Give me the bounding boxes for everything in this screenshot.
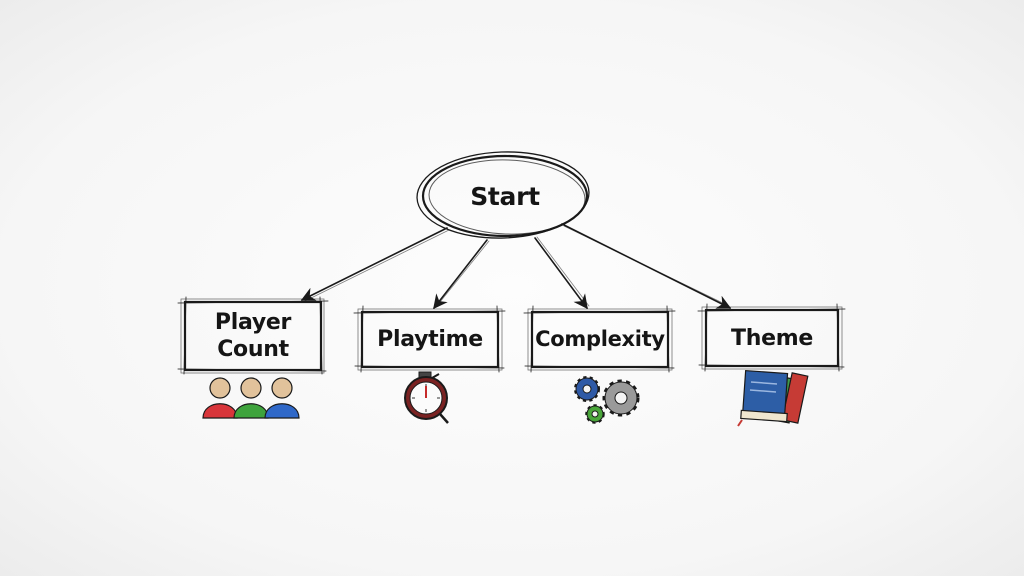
category-node-complexity: Complexity	[532, 313, 668, 366]
category-boxes	[177, 296, 846, 375]
edge-start-playtime	[433, 239, 488, 310]
start-node-label: Start	[470, 181, 540, 211]
playtime-label: Playtime	[377, 327, 483, 352]
people-icon	[202, 377, 300, 419]
edge-start-theme-sketch	[563, 225, 730, 307]
green-gear	[585, 404, 605, 424]
edge-start-playtime-sketch	[435, 240, 490, 308]
category-node-player-count: Player Count	[185, 304, 321, 368]
start-node-shape	[416, 151, 590, 239]
category-node-playtime: Playtime	[362, 313, 498, 366]
box-player-count	[177, 296, 329, 375]
box-theme	[697, 303, 846, 372]
edge-start-player-count-sketch	[304, 229, 450, 302]
edge-start-complexity-sketch	[536, 236, 590, 307]
theme-label: Theme	[731, 325, 813, 351]
blue-gear	[574, 376, 600, 402]
gray-gear	[602, 379, 640, 417]
category-node-theme: Theme	[706, 311, 838, 365]
gears-icon	[574, 376, 640, 424]
edge-start-player-count	[300, 227, 448, 301]
edges	[300, 223, 732, 310]
edge-start-complexity	[534, 237, 588, 310]
books-icon	[737, 369, 809, 427]
stopwatch-icon	[404, 371, 449, 424]
complexity-label: Complexity	[535, 327, 665, 351]
box-playtime	[353, 305, 506, 373]
box-complexity	[523, 305, 676, 373]
player-count-label: Player Count	[214, 310, 292, 362]
start-node: Start	[445, 176, 565, 216]
